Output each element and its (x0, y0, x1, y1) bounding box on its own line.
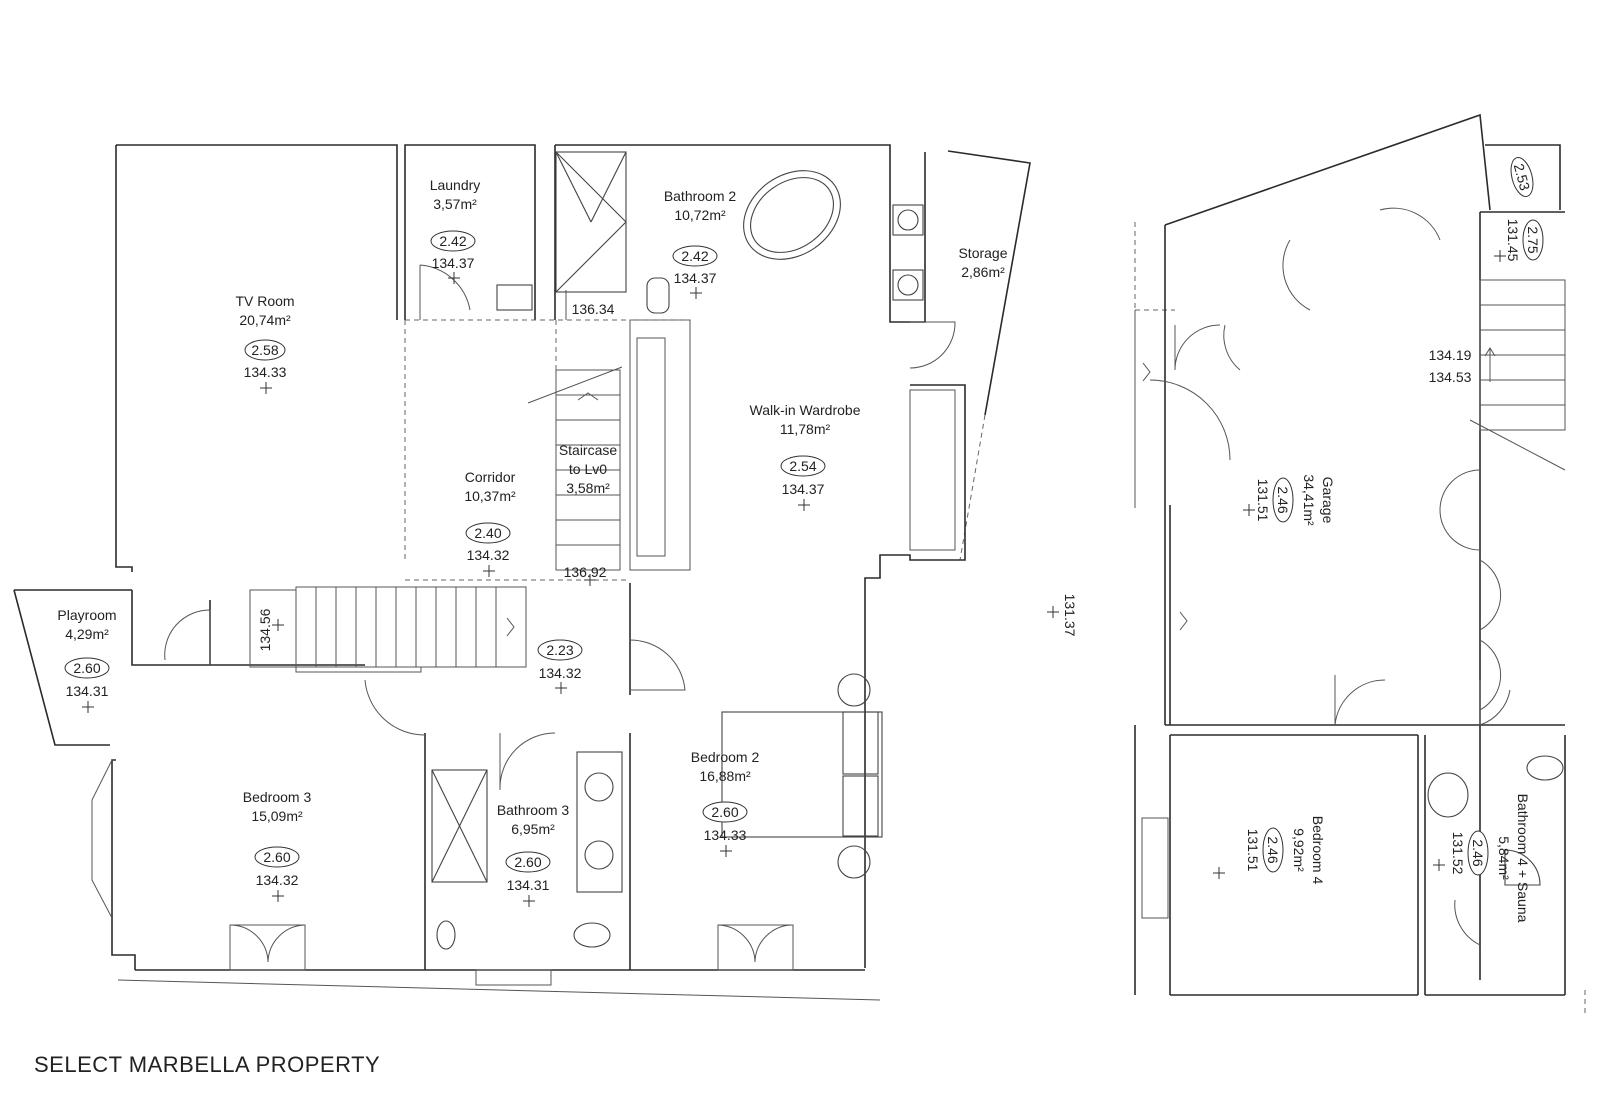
room-playroom: Playroom 4,29m² 2.60 134.31 (57, 607, 117, 713)
room-name: Bedroom 2 (691, 749, 760, 765)
room-height: 2.60 (73, 660, 100, 676)
room-area: 16,88m² (699, 768, 751, 784)
room-level: 134.31 (66, 683, 109, 699)
right-plan-walls (1134, 113, 1586, 1015)
left-plan-fixtures (431, 151, 924, 950)
room-level: 134.31 (507, 877, 550, 893)
right-plan-stairs-doors (1142, 207, 1566, 946)
room-level: 134.32 (539, 665, 582, 681)
room-bedroom-2: Bedroom 2 16,88m² 2.60 134.33 (691, 749, 760, 857)
room-level: 131.52 (1450, 832, 1466, 875)
room-height: 2.54 (789, 458, 816, 474)
room-name: Staircase (559, 442, 618, 458)
room-area: 20,74m² (239, 312, 291, 328)
room-height: 2.60 (263, 849, 290, 865)
room-name: Laundry (430, 177, 481, 193)
room-height: 2.46 (1275, 486, 1291, 513)
room-height: 2.46 (1470, 839, 1486, 866)
stair-right-level-cross (1494, 250, 1506, 262)
room-area: 15,09m² (251, 808, 303, 824)
room-storage: Storage 2,86m² (958, 245, 1007, 280)
room-corridor: Corridor 10,37m² 2.40 134.32 (464, 469, 516, 577)
level-right-stair-a: 134.19 (1429, 347, 1472, 363)
room-area: 4,29m² (65, 626, 109, 642)
room-area: 10,37m² (464, 488, 516, 504)
room-tv-room: TV Room 20,74m² 2.58 134.33 (235, 293, 295, 394)
room-bedroom-4: Bedroom 4 9,92m² 2.46 131.51 (1245, 816, 1326, 885)
room-level: 134.32 (256, 872, 299, 888)
room-level: 134.33 (704, 827, 747, 843)
room-name: Garage (1320, 477, 1336, 524)
room-level: 131.51 (1255, 479, 1271, 522)
room-height: 2.42 (439, 233, 466, 249)
room-area: 10,72m² (674, 207, 726, 223)
room-upper-right: 2.53 (1510, 157, 1534, 197)
room-name: Bathroom 3 (497, 802, 570, 818)
garage-level-cross (1243, 504, 1255, 516)
room-height: 2.58 (251, 342, 278, 358)
room-level: 134.33 (244, 364, 287, 380)
room-height: 2.60 (514, 854, 541, 870)
room-area: 3,57m² (433, 196, 477, 212)
room-name: Walk-in Wardrobe (750, 402, 861, 418)
room-height: 2.75 (1525, 226, 1541, 253)
room-bathroom-4: Bathroom 4 + Sauna 5,84m² 2.46 131.52 (1450, 794, 1531, 923)
room-name: Corridor (465, 469, 516, 485)
room-height: 2.42 (681, 248, 708, 264)
room-name: Playroom (57, 607, 116, 623)
room-garage: Garage 34,41m² 2.46 131.51 (1255, 474, 1336, 526)
room-height: 2.40 (474, 525, 501, 541)
room-landing: 2.23 134.32 (537, 639, 583, 694)
room-level: 131.51 (1245, 829, 1261, 872)
room-height: 2.53 (1511, 162, 1534, 193)
room-area: 5,84m² (1496, 836, 1512, 880)
bedroom4-level-cross (1213, 867, 1225, 879)
room-bathroom-3: Bathroom 3 6,95m² 2.60 134.31 (497, 802, 570, 907)
room-name: Bedroom 3 (243, 789, 312, 805)
room-laundry: Laundry 3,57m² 2.42 134.37 (430, 177, 481, 284)
level-center: 131.37 (1062, 594, 1078, 637)
room-area: 2,86m² (961, 264, 1005, 280)
level-stair-side: 134.56 (257, 608, 273, 651)
left-plan-doors (164, 264, 956, 986)
room-stair-right: 2.75 131.45 (1505, 219, 1544, 262)
room-name: Storage (958, 245, 1007, 261)
room-height: 2.46 (1265, 836, 1281, 863)
room-level: 134.37 (432, 255, 475, 271)
room-area: 3,58m² (566, 480, 610, 496)
room-level: 134.37 (674, 270, 717, 286)
room-bathroom-2: Bathroom 2 10,72m² 2.42 134.37 (664, 188, 737, 299)
room-name: Bathroom 2 (664, 188, 737, 204)
room-area: 11,78m² (780, 421, 831, 437)
level-stair-bottom: 136.92 (564, 564, 607, 580)
room-name-line2: to Lv0 (569, 461, 607, 477)
room-height: 2.60 (711, 804, 738, 820)
room-level: 134.37 (782, 481, 825, 497)
room-height: 2.23 (546, 642, 573, 658)
room-area: 34,41m² (1301, 474, 1317, 526)
level-stair-top: 136.34 (572, 301, 615, 317)
room-level: 134.32 (467, 547, 510, 563)
room-name: TV Room (235, 293, 294, 309)
room-name: Bedroom 4 (1310, 816, 1326, 885)
room-area: 6,95m² (511, 821, 555, 837)
room-name: Bathroom 4 + Sauna (1515, 794, 1531, 923)
bathroom4-level-cross (1433, 859, 1445, 871)
room-staircase: Staircase to Lv0 3,58m² (559, 442, 618, 496)
brand-footer: SELECT MARBELLA PROPERTY (34, 1052, 381, 1077)
left-plan-stairs (249, 319, 690, 673)
left-plan-walls (13, 144, 1031, 1001)
level-right-stair-b: 134.53 (1429, 369, 1472, 385)
room-area: 9,92m² (1291, 828, 1307, 872)
room-walk-in-wardrobe: Walk-in Wardrobe 11,78m² 2.54 134.37 (750, 402, 861, 511)
room-bedroom-3: Bedroom 3 15,09m² 2.60 134.32 (243, 789, 312, 902)
room-level: 131.45 (1505, 219, 1521, 262)
level-markers: 136.34 136.92 134.56 131.37 134.19 134.5… (257, 290, 1496, 651)
